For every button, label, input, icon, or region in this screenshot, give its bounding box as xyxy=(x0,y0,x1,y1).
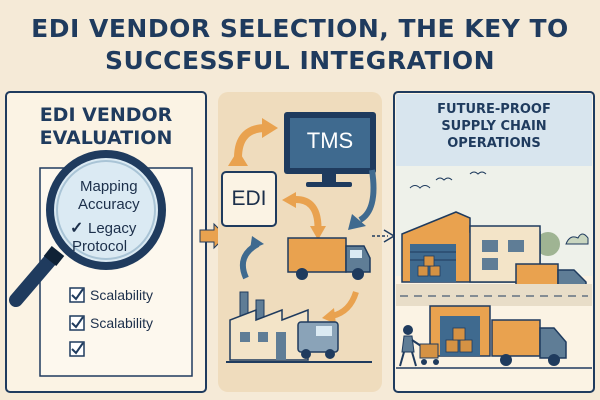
checklist-item-1: Scalability xyxy=(90,287,154,303)
checkbox-icon xyxy=(69,287,85,303)
cycle-arrow-icon xyxy=(282,192,326,240)
lens-check-line-2: Protocol xyxy=(72,238,128,255)
truck-icon xyxy=(287,237,371,280)
checkbox-icon xyxy=(69,315,85,331)
tms-label: TMS xyxy=(306,128,354,153)
cycle-arrow-icon xyxy=(228,118,278,166)
cycle-arrow-icon xyxy=(322,291,359,324)
title-line-1: EDI VENDOR SELECTION, THE KEY TO xyxy=(31,14,569,43)
checklist-item-2: Scalability xyxy=(90,315,154,331)
flow-arrow-icon xyxy=(383,229,396,243)
edi-label: EDI xyxy=(231,187,267,210)
right-panel-title-line-2: SUPPLY CHAIN xyxy=(441,119,547,134)
warehouse-icon xyxy=(401,211,541,283)
monitor-icon xyxy=(284,112,376,187)
cycle-arrow-icon xyxy=(240,236,264,280)
lens-check-line-1: Legacy xyxy=(88,220,137,237)
right-panel-title-line-3: OPERATIONS xyxy=(447,136,541,151)
edi-box xyxy=(221,171,277,227)
right-panel-title-line-1: FUTURE-PROOF xyxy=(437,102,551,117)
truck-icon xyxy=(491,319,567,366)
lens-line-1: Mapping xyxy=(80,178,138,195)
lens-line-2: Accuracy xyxy=(78,196,140,213)
checkbox-icon xyxy=(69,341,85,357)
left-panel-title-line-1: EDI VENDOR xyxy=(39,104,173,126)
magnifier-icon xyxy=(9,150,166,307)
forklift-worker-icon xyxy=(399,325,439,367)
right-panel-header xyxy=(396,94,592,166)
factory-icon xyxy=(226,291,372,363)
title-line-2: SUCCESSFUL INTEGRATION xyxy=(104,46,496,75)
check-mark-icon: ✓ xyxy=(70,220,84,237)
left-panel-title-line-2: EVALUATION xyxy=(39,127,173,149)
cycle-arrow-icon xyxy=(348,169,377,230)
